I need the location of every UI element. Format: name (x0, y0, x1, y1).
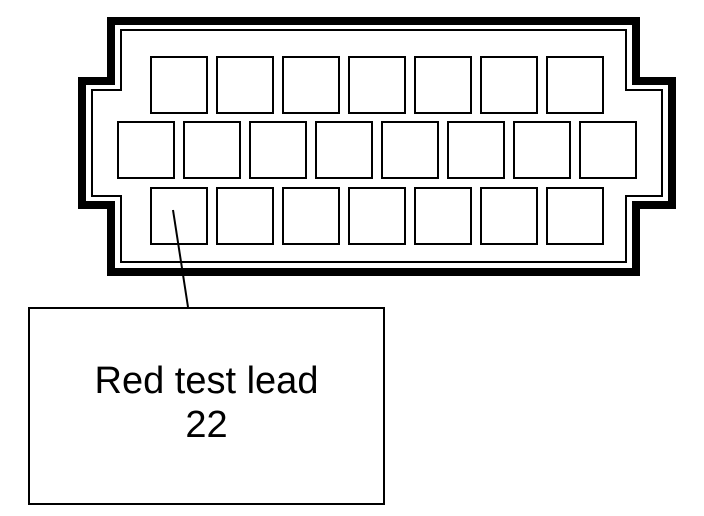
pin-cavity (216, 187, 274, 245)
pin-cavity (348, 56, 406, 114)
connector-pins (117, 56, 637, 245)
pin-cavity (216, 56, 274, 114)
pin-cavity (150, 187, 208, 245)
pin-cavity (315, 121, 373, 179)
pin-cavity (480, 187, 538, 245)
connector-housing-inner (91, 29, 663, 263)
callout-pin-number: 22 (185, 404, 228, 446)
pin-cavity (249, 121, 307, 179)
pin-cavity (381, 121, 439, 179)
pin-cavity (480, 56, 538, 114)
pin-cavity (546, 56, 604, 114)
pin-cavity (150, 56, 208, 114)
pin-cavity (513, 121, 571, 179)
pin-cavity (183, 121, 241, 179)
pin-cavity (579, 121, 637, 179)
pin-cavity (414, 56, 472, 114)
pin-cavity (414, 187, 472, 245)
callout-leader-line (172, 209, 189, 308)
pin-cavity (282, 56, 340, 114)
callout-text: Red test lead 22 (30, 359, 383, 447)
pin-cavity (546, 187, 604, 245)
callout-box: Red test lead 22 (28, 307, 385, 505)
pin-cavity (117, 121, 175, 179)
pin-cavity (348, 187, 406, 245)
pin-cavity (282, 187, 340, 245)
pin-cavity (447, 121, 505, 179)
callout-label: Red test lead (94, 360, 319, 402)
